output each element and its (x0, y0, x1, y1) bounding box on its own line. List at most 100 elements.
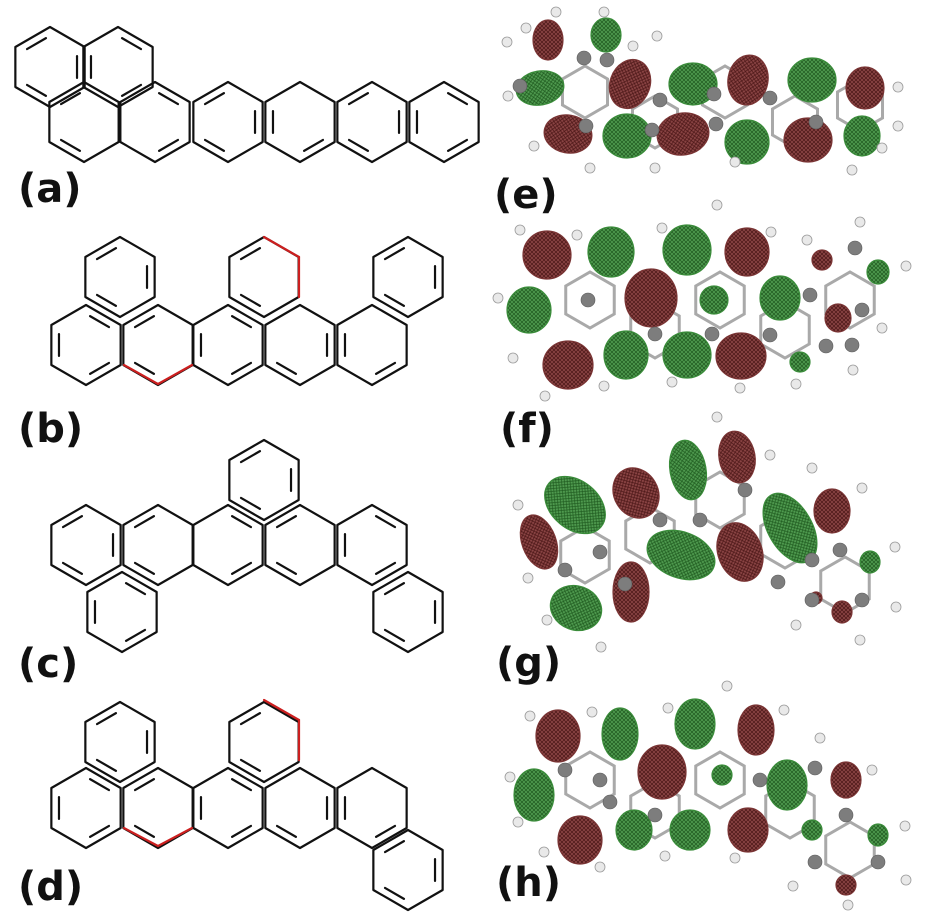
orbital-lobe-negative (522, 230, 572, 280)
orbital-lobe-positive (867, 823, 889, 847)
ring-bond (336, 80, 408, 164)
double-bond (133, 824, 156, 838)
hydrogen-atom (595, 641, 607, 653)
skeleton-bond (630, 94, 680, 150)
orbital-lobe-positive (699, 285, 729, 315)
carbon-atom (652, 92, 668, 108)
ring-bond (50, 503, 122, 587)
hydrogen-atom (520, 22, 532, 34)
ring-bond (372, 235, 444, 319)
carbon-atom (592, 544, 608, 560)
hydrogen-atom (892, 120, 904, 132)
orbital-plot-g (512, 411, 902, 653)
double-bond (95, 247, 118, 261)
double-bond (124, 582, 147, 596)
skeleton-bond (559, 525, 611, 585)
orbital-lobe-positive (669, 809, 711, 851)
hydrogen-atom (571, 229, 583, 241)
orbital-lobe-positive (801, 819, 823, 841)
orbital-lobe-negative (542, 340, 594, 390)
orbital-lobe-positive (590, 17, 622, 53)
hydrogen-atom (502, 90, 514, 102)
carbon-atom (818, 338, 834, 354)
orbital-lobe-negative (835, 874, 857, 896)
hydrogen-atom (528, 140, 540, 152)
hydrogen-atom (814, 732, 826, 744)
ring-bond (50, 766, 122, 850)
double-bond (230, 778, 253, 792)
double-bond (374, 515, 397, 529)
orbital-lobe-negative (811, 249, 833, 271)
orbital-lobe-negative (535, 709, 581, 763)
hydrogen-atom (876, 142, 888, 154)
hydrogen-atom (801, 234, 813, 246)
double-bond (383, 886, 406, 900)
double-bond (25, 37, 48, 51)
double-bond (157, 92, 180, 106)
hydrogen-atom (764, 449, 776, 461)
hydrogen-atom (522, 572, 534, 584)
ring-bond (122, 766, 194, 850)
hydrogen-atom (501, 36, 513, 48)
orbital-lobe-positive (602, 113, 652, 159)
orbital-lobe-positive (668, 439, 708, 501)
double-bond (374, 361, 397, 375)
ring-bond (192, 766, 264, 850)
panel-label-a: (a) (18, 166, 82, 212)
carbon-atom (644, 122, 660, 138)
ring-bond (264, 503, 336, 587)
double-bond (230, 561, 253, 575)
ring-bond (192, 303, 264, 387)
skeleton-bond (694, 750, 746, 810)
orbital-lobe-negative (624, 268, 678, 328)
orbital-lobe-positive (789, 351, 811, 373)
hydrogen-atom (721, 680, 733, 692)
carbon-atom (647, 326, 663, 342)
carbon-atom (762, 327, 778, 343)
ring-bond (264, 80, 336, 164)
orbital-lobe-positive (603, 330, 649, 380)
orbital-lobe-negative (737, 704, 775, 756)
hydrogen-atom (734, 382, 746, 394)
double-bond (61, 515, 84, 529)
hydrogen-atom (729, 852, 741, 864)
hydrogen-atom (711, 411, 723, 423)
double-bond (383, 582, 406, 596)
double-bond (374, 561, 397, 575)
double-bond (383, 293, 406, 307)
ring-bond (336, 766, 408, 850)
orbital-lobe-positive (587, 226, 635, 278)
orbital-lobe-positive (513, 768, 555, 822)
hydrogen-atom (856, 482, 868, 494)
hydrogen-atom (659, 850, 671, 862)
hydrogen-atom (627, 40, 639, 52)
double-bond (157, 138, 180, 152)
carbon-atom (804, 592, 820, 608)
orbital-plot-f (492, 199, 912, 402)
carbon-atom (838, 807, 854, 823)
orbital-lobe-positive (662, 224, 712, 276)
skeleton-bond (824, 270, 876, 330)
ring-bond (84, 235, 156, 319)
orbital-lobe-negative (718, 430, 756, 484)
structure-d (50, 698, 444, 912)
ring-bond (14, 25, 86, 109)
hydrogen-atom (790, 378, 802, 390)
double-bond (88, 361, 111, 375)
hydrogen-atom (504, 771, 516, 783)
hydrogen-atom (854, 216, 866, 228)
hydrogen-atom (854, 634, 866, 646)
orbital-lobe-negative (715, 332, 767, 380)
orbital-plot-e (501, 6, 904, 176)
double-bond (133, 561, 156, 575)
double-bond (203, 138, 226, 152)
carbon-atom (854, 302, 870, 318)
skeleton-bond (759, 300, 811, 360)
carbon-atom (647, 807, 663, 823)
carbon-atom (592, 772, 608, 788)
double-bond (59, 92, 82, 106)
double-bond (203, 92, 226, 106)
carbon-atom (708, 116, 724, 132)
double-bond (275, 824, 298, 838)
hydrogen-atom (806, 462, 818, 474)
